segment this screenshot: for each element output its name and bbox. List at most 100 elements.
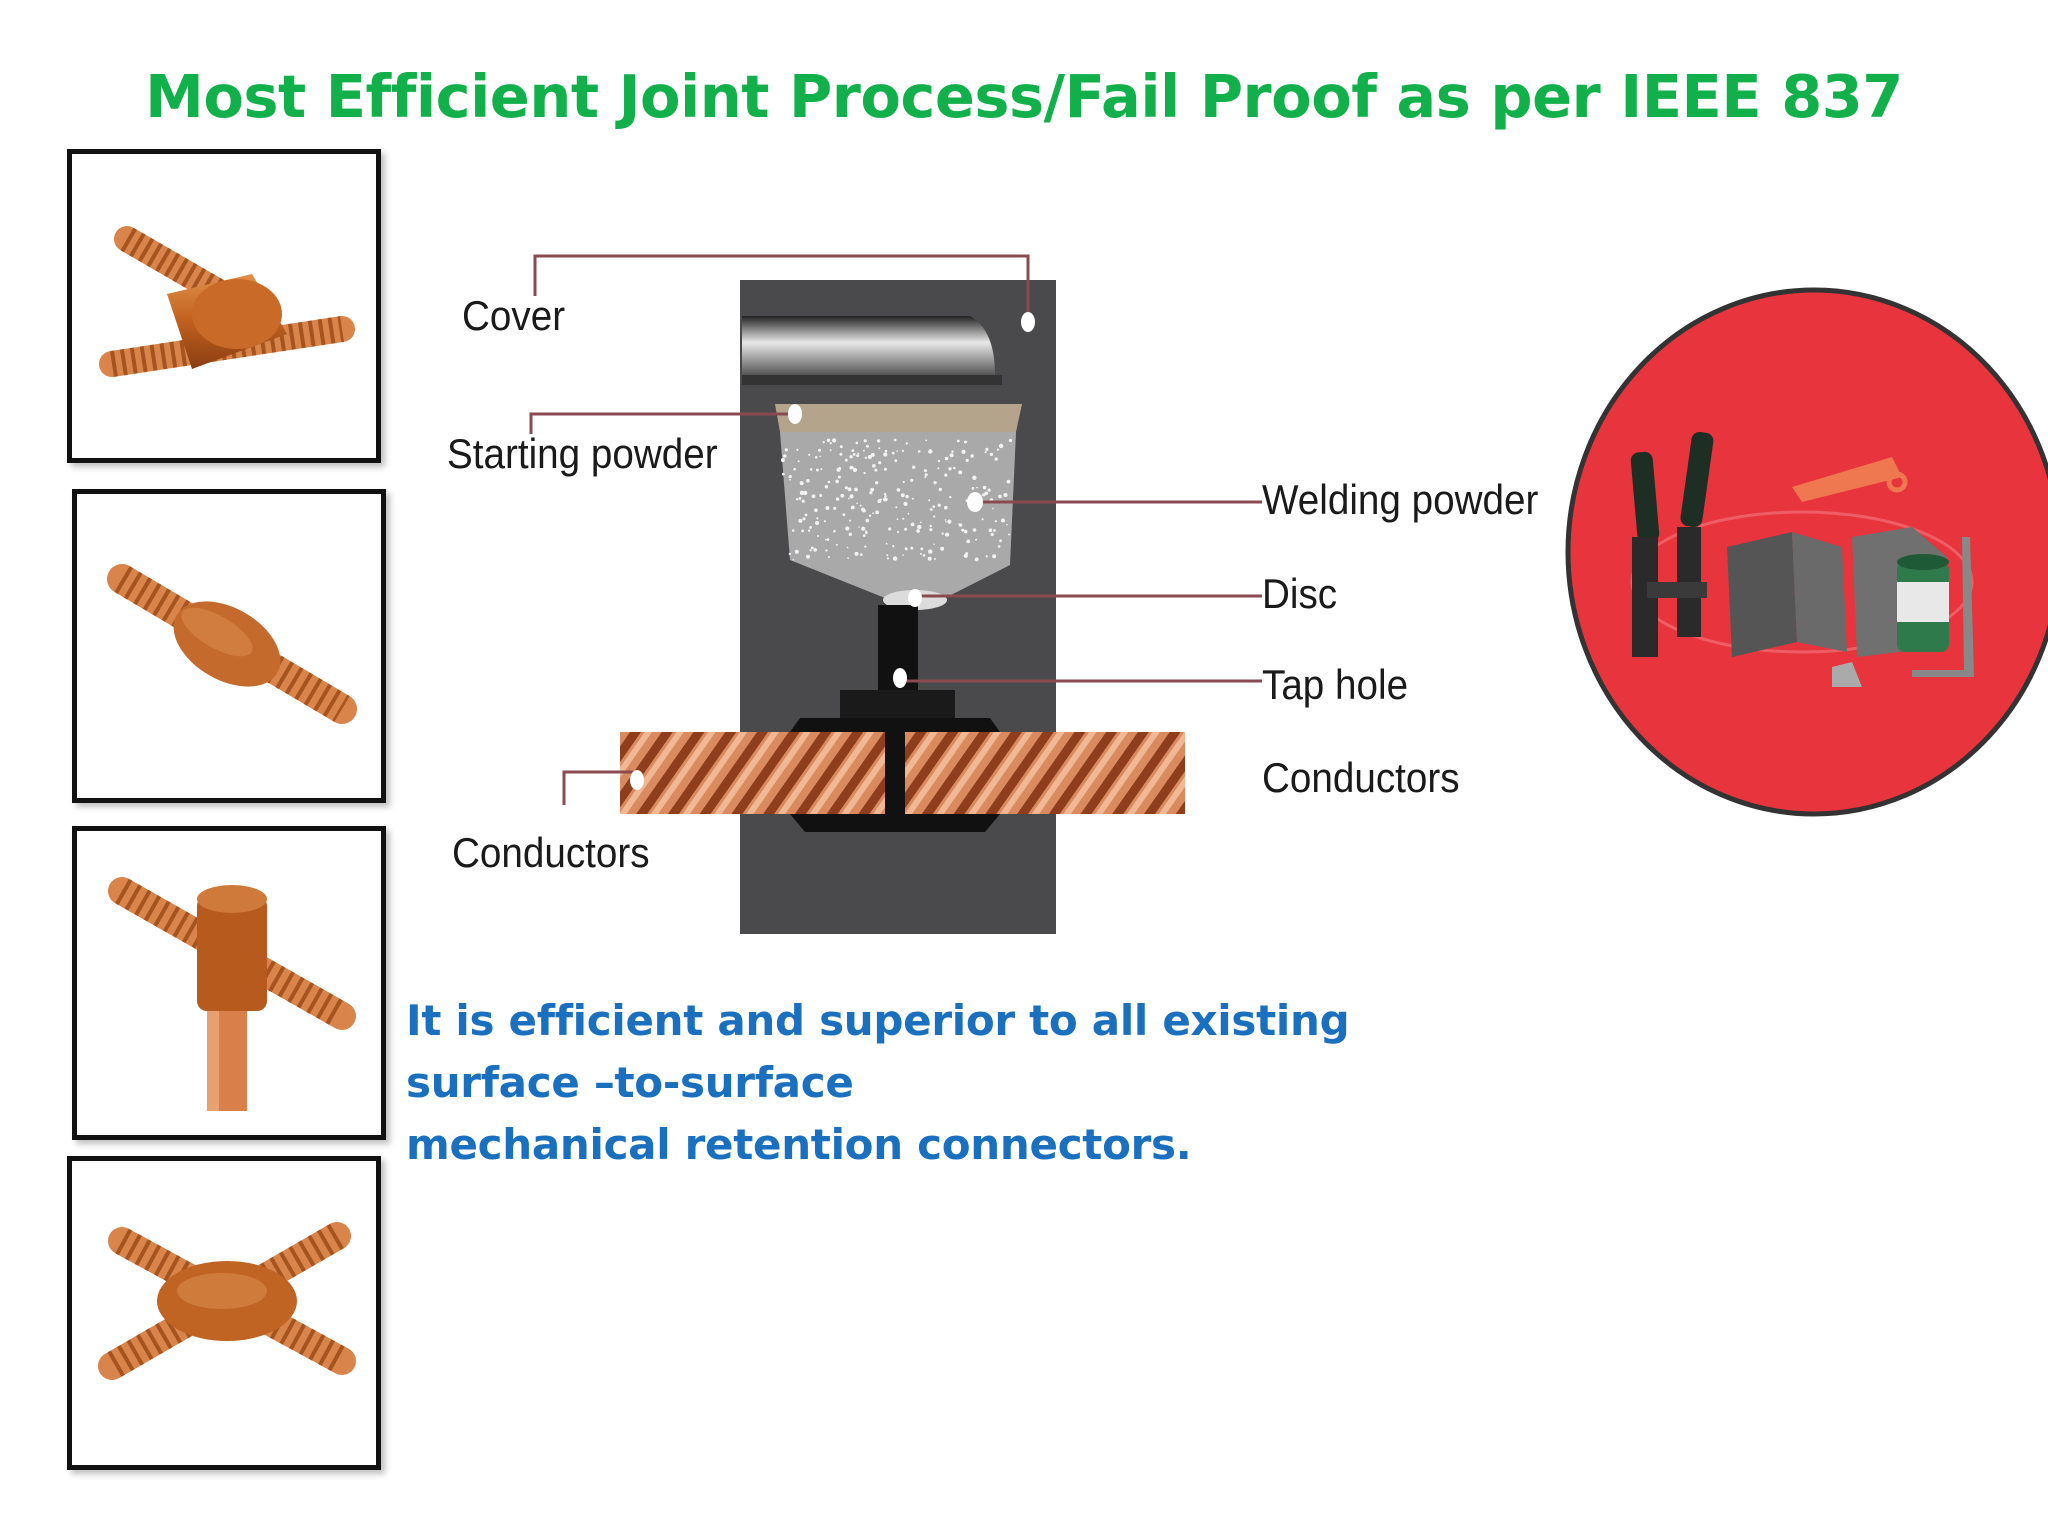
- powder-grain: [799, 497, 802, 499]
- powder-grain: [907, 512, 910, 515]
- powder-grain: [998, 443, 1004, 449]
- powder-grain: [815, 468, 819, 472]
- powder-grain: [974, 557, 979, 562]
- powder-grain: [994, 520, 998, 523]
- powder-grain: [929, 508, 933, 511]
- leader-lines: [529, 254, 1262, 805]
- powder-grain: [894, 459, 898, 463]
- powder-grain: [902, 480, 905, 484]
- powder-grain: [878, 461, 882, 465]
- welding-powder-chamber: [780, 432, 1016, 598]
- powder-grain: [863, 439, 867, 443]
- powder-grain: [819, 455, 821, 458]
- powder-grain: [849, 519, 852, 522]
- powder-grain: [852, 467, 858, 473]
- powder-grain: [920, 552, 922, 555]
- powder-grain: [903, 501, 908, 506]
- label-welding-powder: Welding powder: [1262, 476, 1539, 523]
- allen-key: [1912, 537, 1974, 677]
- powder-grain: [838, 466, 842, 470]
- powder-grain: [869, 491, 873, 495]
- powder-grain: [814, 456, 818, 459]
- powder-grain: [922, 554, 926, 557]
- powder-grain: [856, 502, 858, 505]
- powder-grain: [855, 441, 859, 445]
- powder-grain: [884, 495, 887, 498]
- powder-grain: [851, 507, 854, 510]
- powder-grain: [796, 448, 799, 451]
- powder-grain: [833, 529, 836, 533]
- powder-grain: [972, 475, 977, 480]
- powder-grain: [802, 517, 806, 521]
- powder-grain: [972, 528, 977, 532]
- powder-grain: [814, 508, 818, 512]
- powder-grain: [856, 454, 860, 458]
- powder-grain: [971, 487, 975, 490]
- powder-grain: [801, 529, 804, 533]
- powder-grain: [928, 499, 931, 502]
- tee-joint-image: [99, 226, 355, 377]
- powder-grain: [840, 493, 845, 498]
- powder-grain: [910, 478, 914, 482]
- powder-grain: [916, 529, 920, 533]
- powder-grain: [825, 506, 830, 510]
- powder-grain: [905, 442, 908, 445]
- powder-grain: [961, 449, 966, 454]
- powder-grain: [826, 538, 830, 541]
- powder-grain: [780, 458, 785, 463]
- powder-grain: [816, 517, 819, 520]
- powder-grain: [848, 532, 852, 536]
- tee-joint-thumbnail: [67, 149, 381, 463]
- powder-grain: [870, 487, 875, 492]
- powder-grain: [839, 452, 843, 456]
- powder-grain: [865, 518, 870, 523]
- powder-grain: [937, 459, 941, 463]
- powder-grain: [837, 475, 841, 479]
- powder-grain: [989, 452, 994, 457]
- powder-grain: [877, 499, 882, 504]
- powder-grain: [920, 547, 924, 551]
- powder-grain: [854, 551, 859, 556]
- powder-grain: [984, 451, 987, 454]
- powder-grain: [825, 549, 828, 552]
- powder-grains: [780, 438, 1013, 562]
- powder-grain: [798, 518, 803, 523]
- powder-grain: [806, 554, 810, 559]
- powder-grain: [992, 507, 994, 510]
- powder-grain: [789, 478, 791, 481]
- powder-grain: [988, 528, 993, 532]
- powder-grain: [934, 557, 936, 560]
- mold-cross-section-diagram: [529, 254, 1262, 934]
- powder-grain: [933, 481, 937, 485]
- powder-grain: [859, 553, 863, 556]
- powder-grain: [985, 555, 988, 558]
- powder-grain: [863, 471, 866, 475]
- powder-grain: [910, 546, 914, 550]
- powder-grain: [794, 549, 799, 554]
- powder-grain: [867, 454, 873, 460]
- powder-grain: [928, 549, 933, 554]
- powder-grain: [863, 449, 865, 452]
- powder-grain: [905, 548, 908, 551]
- powder-grain: [945, 521, 947, 523]
- powder-grain: [895, 506, 898, 509]
- powder-grain: [799, 481, 804, 486]
- powder-grain: [864, 545, 867, 548]
- powder-grain: [1001, 518, 1005, 523]
- powder-grain: [993, 529, 996, 532]
- powder-grain: [901, 449, 905, 452]
- cross-joint-thumbnail: [67, 1156, 381, 1470]
- powder-grain: [912, 465, 916, 469]
- cable-to-rod-image: [108, 877, 356, 1111]
- powder-grain: [809, 468, 813, 471]
- powder-grain: [933, 515, 936, 518]
- powder-grain: [784, 448, 788, 452]
- powder-grain: [861, 526, 866, 531]
- powder-grain: [893, 438, 897, 442]
- powder-grain: [878, 447, 881, 450]
- powder-grain: [847, 487, 852, 492]
- powder-grain: [854, 487, 858, 492]
- powder-grain: [832, 438, 837, 443]
- callout-dots: [630, 312, 1035, 790]
- powder-grain: [929, 528, 933, 532]
